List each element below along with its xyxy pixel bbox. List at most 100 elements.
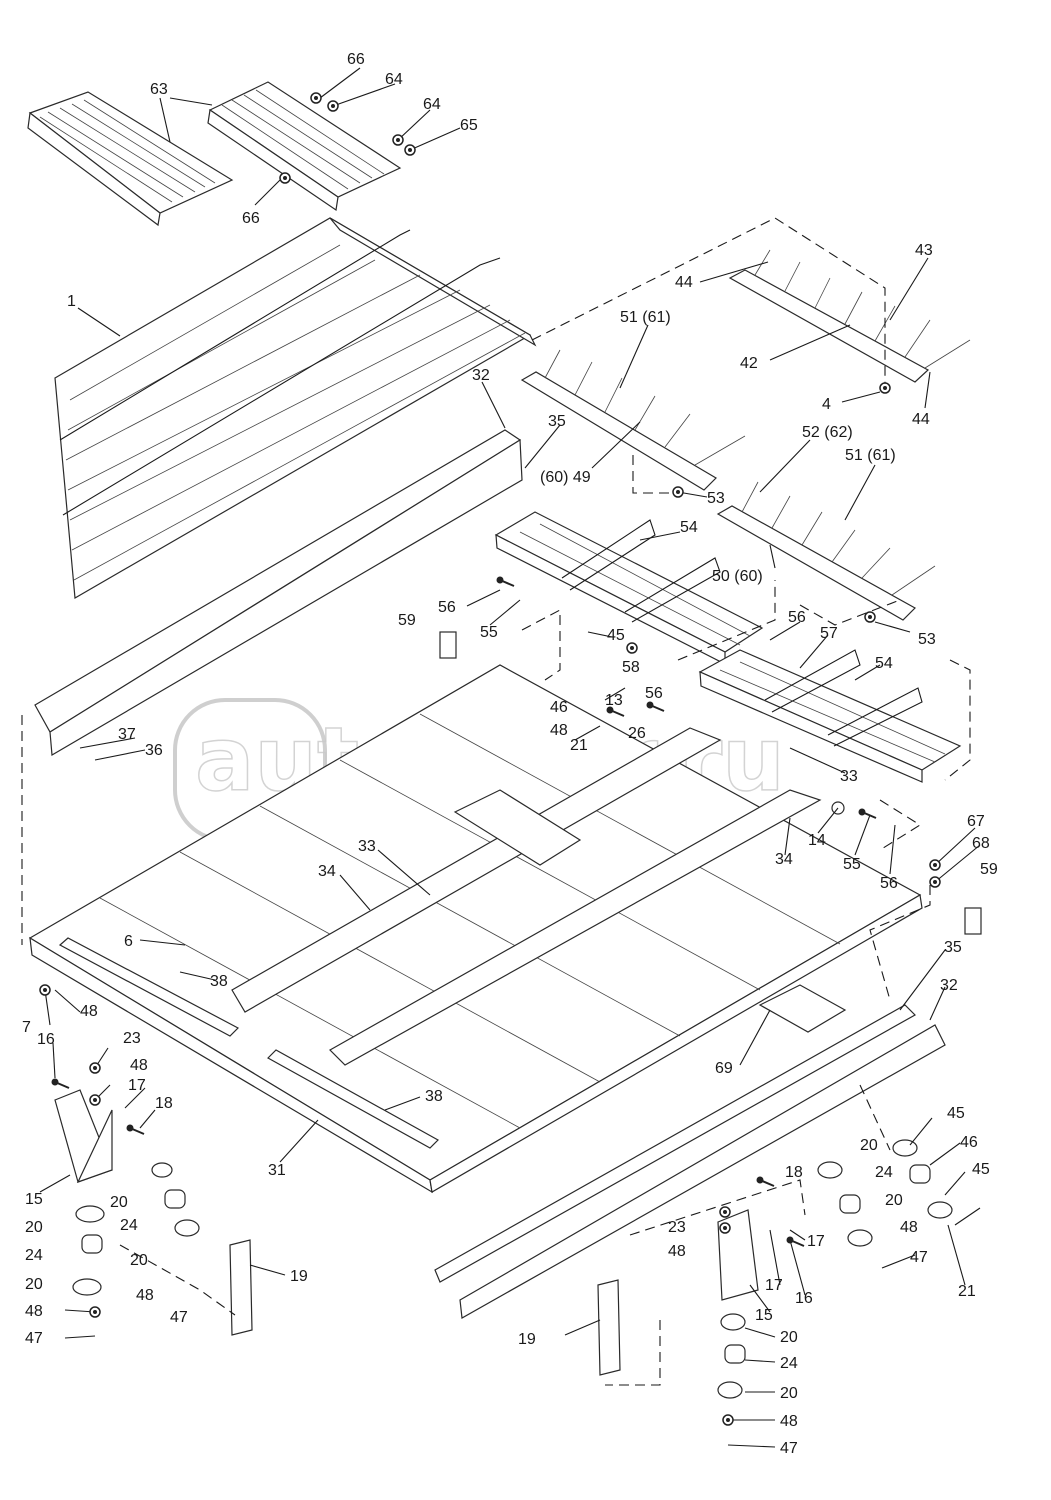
callout-label: 56	[788, 609, 806, 626]
callout-label: 20	[885, 1192, 903, 1209]
callout-label: 57	[820, 625, 838, 642]
callout-label: 55	[480, 624, 498, 641]
assembly-lines	[21, 217, 971, 1386]
callout-label: 31	[268, 1162, 286, 1179]
callout-label: 44	[675, 274, 693, 291]
callout-label: 69	[715, 1060, 733, 1077]
callout-label: 68	[972, 835, 990, 852]
callout-label: 64	[385, 71, 403, 88]
callout-label: 24	[120, 1217, 138, 1234]
hanger-left	[54, 1089, 253, 1336]
callout-label: 20	[780, 1329, 798, 1346]
callout-label: 66	[347, 51, 365, 68]
callout-label: 23	[668, 1219, 686, 1236]
callout-label: 32	[940, 977, 958, 994]
rake-comb-50	[716, 481, 936, 621]
callout-label: 45	[607, 627, 625, 644]
callout-label: 67	[967, 813, 985, 830]
callout-label: 48	[25, 1303, 43, 1320]
callout-label: 4	[822, 396, 831, 413]
top-grate-left	[27, 91, 234, 227]
hanger-right	[597, 1139, 953, 1399]
side-rail-lower	[434, 1004, 946, 1319]
callout-label: 34	[775, 851, 793, 868]
callout-label: 45	[947, 1105, 965, 1122]
callout-label: 47	[780, 1440, 798, 1457]
callout-label: 37	[118, 726, 136, 743]
callout-label: 33	[358, 838, 376, 855]
callout-label: 42	[740, 355, 758, 372]
callout-label: 44	[912, 411, 930, 428]
callout-label: 17	[765, 1277, 783, 1294]
callout-label: 38	[210, 973, 228, 990]
callout-label: 45	[972, 1161, 990, 1178]
callout-label: 66	[242, 210, 260, 227]
rake-comb-42	[728, 249, 971, 383]
callout-label: 24	[780, 1355, 798, 1372]
callout-label: 54	[680, 519, 698, 536]
callout-label: 35	[548, 413, 566, 430]
callout-label: 38	[425, 1088, 443, 1105]
callout-label: 51 (61)	[620, 309, 671, 326]
sieve-section-upper	[494, 511, 764, 665]
callout-label: 48	[130, 1057, 148, 1074]
callout-label: 33	[840, 768, 858, 785]
callout-label: 26	[628, 725, 646, 742]
callout-label: 47	[910, 1249, 928, 1266]
callout-label: 56	[645, 685, 663, 702]
callout-label: 16	[37, 1031, 55, 1048]
callout-label: 13	[605, 692, 623, 709]
callout-label: 20	[110, 1194, 128, 1211]
callout-label: 23	[123, 1030, 141, 1047]
callout-label: 20	[25, 1276, 43, 1293]
leader-lines	[39, 67, 981, 1448]
block-59-upper	[439, 631, 457, 659]
callout-label: 34	[318, 863, 336, 880]
callout-label: 48	[80, 1003, 98, 1020]
callout-label: 32	[472, 367, 490, 384]
callout-label: 46	[960, 1134, 978, 1151]
callout-label: 15	[25, 1191, 43, 1208]
callout-label: 65	[460, 117, 478, 134]
callout-label: 50 (60)	[712, 568, 763, 585]
callout-label: 47	[25, 1330, 43, 1347]
callout-label: 55	[843, 856, 861, 873]
callout-label: 1	[67, 293, 76, 310]
callout-label: 24	[25, 1247, 43, 1264]
callout-label: 64	[423, 96, 441, 113]
callout-label: 19	[518, 1331, 536, 1348]
callout-label: 21	[958, 1283, 976, 1300]
callout-label: 48	[668, 1243, 686, 1260]
callout-label: 15	[755, 1307, 773, 1324]
side-rail-upper	[34, 429, 523, 756]
callout-label: 20	[780, 1385, 798, 1402]
callout-label: 53	[707, 490, 725, 507]
callout-label: 59	[980, 861, 998, 878]
callout-label: 17	[807, 1233, 825, 1250]
callout-label: 59	[398, 612, 416, 629]
callout-label: 35	[944, 939, 962, 956]
callout-label: (60) 49	[540, 469, 591, 486]
callout-label: 20	[130, 1252, 148, 1269]
callout-label: 14	[808, 832, 826, 849]
callout-label: 6	[124, 933, 133, 950]
callout-label: 19	[290, 1268, 308, 1285]
callout-label: 7	[22, 1019, 31, 1036]
callout-label: 20	[25, 1219, 43, 1236]
callout-label: 58	[622, 659, 640, 676]
callout-label: 36	[145, 742, 163, 759]
callout-label: 46	[550, 699, 568, 716]
callout-label: 21	[570, 737, 588, 754]
main-frame	[28, 664, 923, 1194]
callout-label: 48	[550, 722, 568, 739]
sieve-section-lower	[698, 649, 962, 783]
callout-label: 47	[170, 1309, 188, 1326]
callout-label: 63	[150, 81, 168, 98]
callout-label: 16	[795, 1290, 813, 1307]
callout-label: 18	[785, 1164, 803, 1181]
callout-label: 48	[780, 1413, 798, 1430]
callout-label: 20	[860, 1137, 878, 1154]
callout-label: 24	[875, 1164, 893, 1181]
callout-label: 53	[918, 631, 936, 648]
